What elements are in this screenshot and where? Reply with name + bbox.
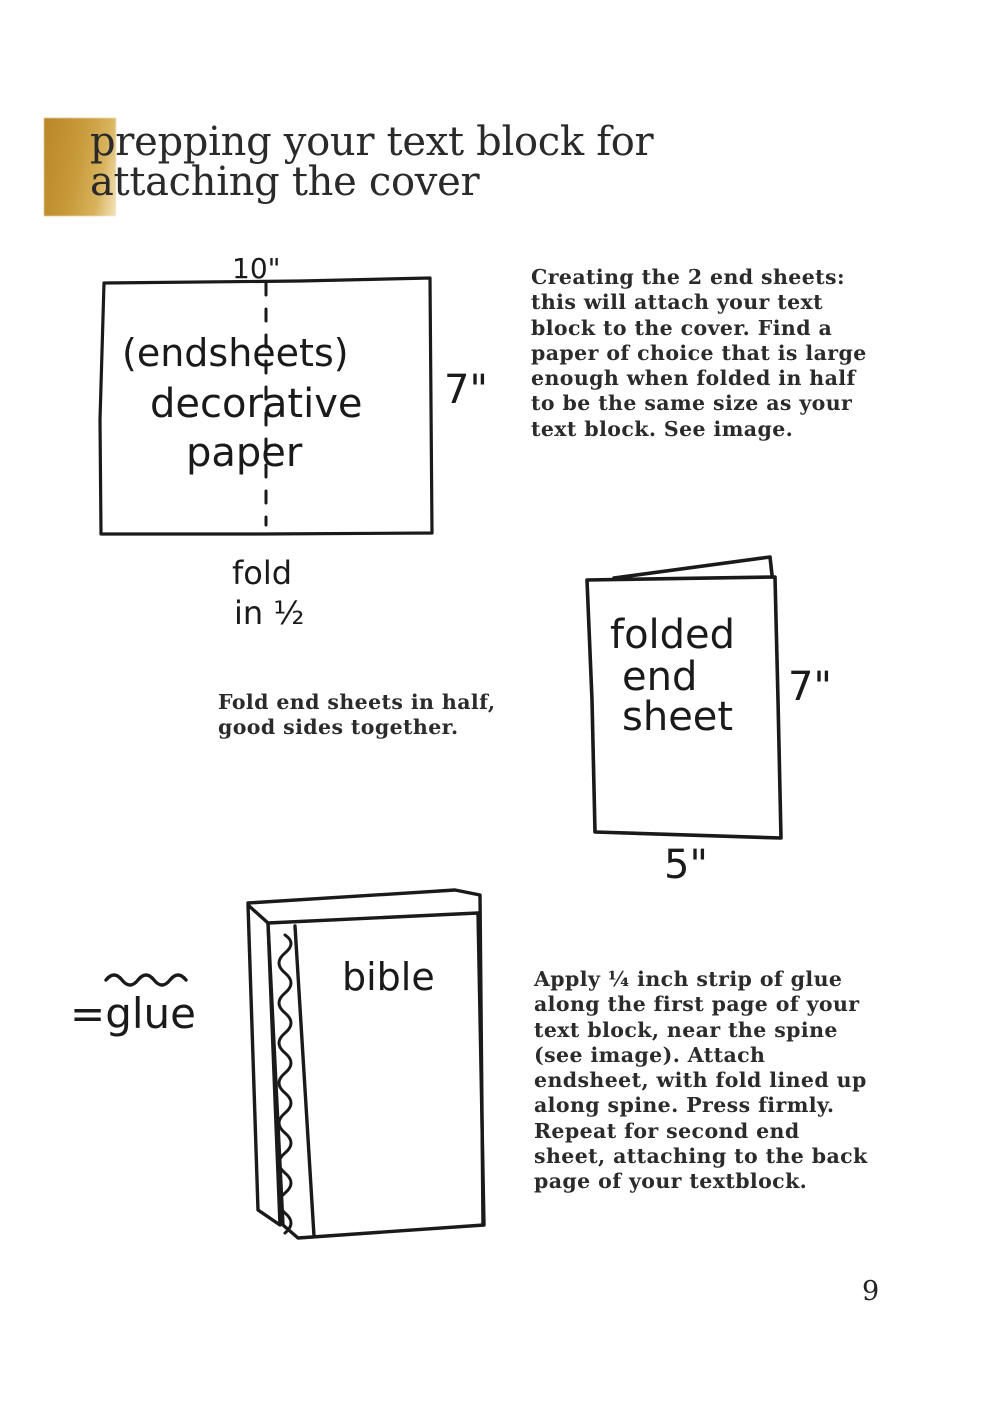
folded-sheet-width-label: 5"	[664, 842, 708, 888]
end-sheets-line-2: this will attach your text	[531, 290, 824, 315]
glue-legend-squiggle	[104, 973, 188, 987]
glue-line-3: text block, near the spine	[534, 1017, 838, 1042]
folded-sheet-inner-line-3: sheet	[622, 694, 733, 740]
endsheet-fold-label-1: fold	[232, 554, 292, 592]
paragraph-fold: Fold end sheets in half, good sides toge…	[218, 690, 495, 741]
glue-legend-label: =glue	[70, 989, 196, 1038]
title-accent-swatch	[44, 118, 116, 216]
end-sheets-line-3: block to the cover. Find a	[531, 315, 833, 340]
glue-line-6: along spine. Press firmly.	[534, 1093, 835, 1118]
endsheet-width-label: 10"	[232, 252, 281, 285]
glue-line-8: sheet, attaching to the back	[534, 1144, 868, 1169]
endsheet-inner-line-1: (endsheets)	[122, 331, 349, 375]
fold-line-2: good sides together.	[218, 715, 459, 740]
glue-strip-squiggle	[277, 933, 293, 1235]
end-sheets-line-6: to be the same size as your	[531, 391, 853, 416]
fold-line-1: Fold end sheets in half,	[218, 690, 496, 714]
endsheet-outline	[98, 276, 434, 536]
paragraph-glue: Apply ¼ inch strip of glue along the fir…	[534, 967, 868, 1195]
glue-line-1: Apply ¼ inch strip of glue	[534, 967, 843, 991]
paragraph-end-sheets: Creating the 2 end sheets: this will att…	[531, 265, 867, 442]
page-title-line-2: attaching the cover	[90, 159, 480, 205]
end-sheets-line-5: enough when folded in half	[531, 366, 856, 391]
end-sheets-line-1: Creating the 2 end sheets:	[531, 265, 845, 289]
glue-line-7: Repeat for second end	[534, 1118, 800, 1143]
folded-sheet-inner-line-1: folded	[610, 612, 735, 658]
glue-line-2: along the first page of your	[534, 992, 860, 1017]
endsheet-height-label: 7"	[444, 367, 488, 413]
folded-sheet-back-page	[612, 555, 774, 580]
glue-line-5: endsheet, with fold lined up	[534, 1068, 867, 1093]
endsheet-fold-label-2: in ½	[234, 594, 304, 632]
page-number: 9	[862, 1276, 880, 1307]
book-front-cover	[266, 911, 486, 1240]
page-title: prepping your text block for attaching t…	[90, 122, 810, 202]
endsheet-inner-line-2: decorative	[150, 381, 363, 427]
book-title-label: bible	[342, 955, 435, 999]
folded-sheet-front-page	[585, 575, 783, 840]
glue-line-4: (see image). Attach	[534, 1042, 766, 1067]
folded-sheet-inner-line-2: end	[622, 654, 697, 700]
glue-line-9: page of your textblock.	[534, 1169, 808, 1194]
book-back-cover	[246, 888, 485, 1227]
book-spine-side	[246, 903, 282, 1227]
endsheet-inner-line-3: paper	[186, 430, 303, 476]
end-sheets-line-4: paper of choice that is large	[531, 340, 867, 365]
end-sheets-line-7: text block. See image.	[531, 416, 794, 441]
folded-sheet-height-label: 7"	[788, 664, 832, 710]
page-title-line-1: prepping your text block for	[90, 119, 654, 165]
book-endsheet-fold	[293, 924, 316, 1238]
